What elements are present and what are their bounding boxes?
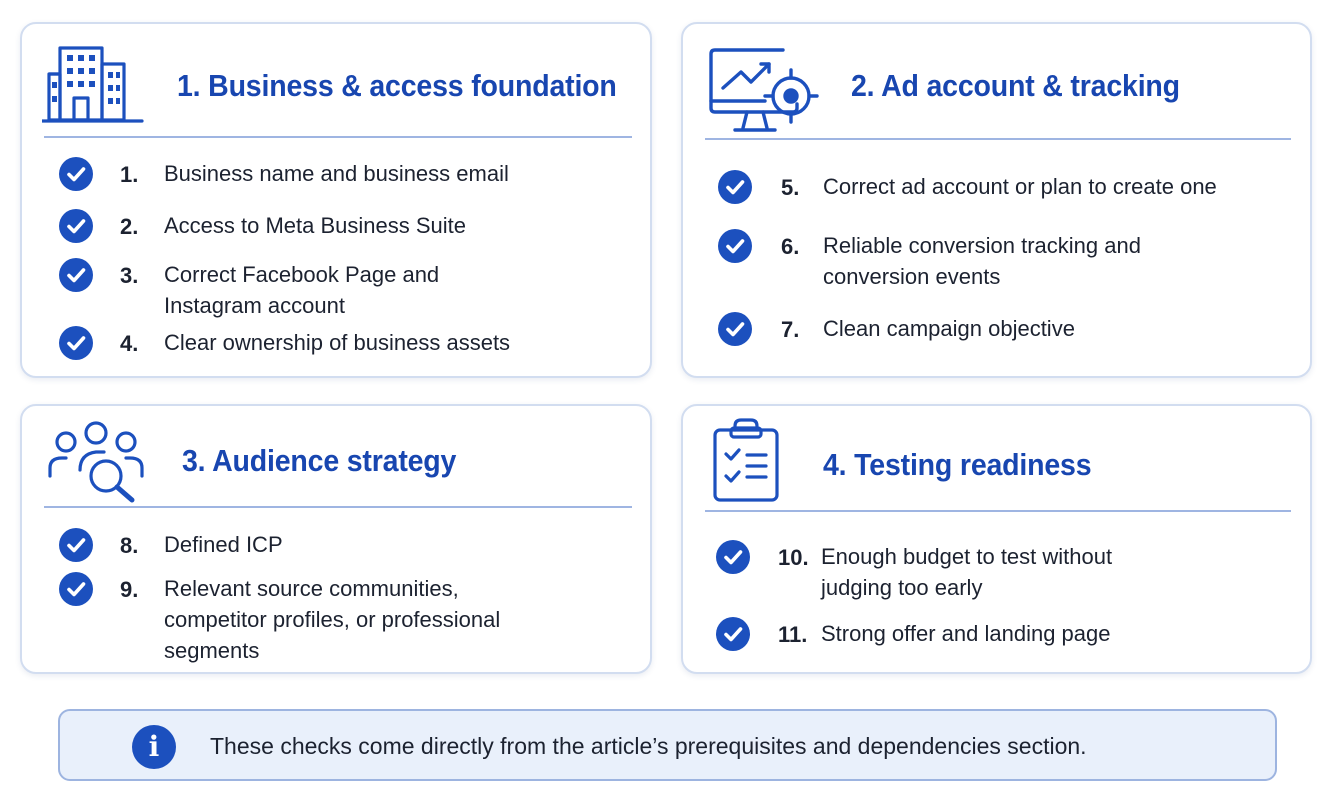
note-text: These checks come directly from the arti… xyxy=(210,733,1087,759)
item-text: competitor profiles, or professional xyxy=(164,607,501,632)
item-text: Instagram account xyxy=(164,293,345,318)
item-text: Relevant source communities, xyxy=(164,576,459,601)
checklist-item: 10. Enough budget to test without judgin… xyxy=(683,540,1314,604)
item-number: 9. xyxy=(120,577,139,602)
item-number: 10. xyxy=(778,545,809,570)
check-circle-icon xyxy=(59,572,93,606)
section-card-audience-strategy: 3. Audience strategy 8. Defined ICP 9. R… xyxy=(20,404,652,674)
audience-search-icon xyxy=(46,420,150,504)
check-circle-icon xyxy=(59,157,93,191)
clipboard-checklist-icon xyxy=(711,416,783,504)
item-number: 4. xyxy=(120,331,139,356)
item-number: 8. xyxy=(120,533,139,558)
checklist-item: 3. Correct Facebook Page and Instagram a… xyxy=(22,258,654,322)
item-text: Access to Meta Business Suite xyxy=(164,213,467,238)
item-text: Correct ad account or plan to create one xyxy=(823,174,1217,199)
checklist-item: 4. Clear ownership of business assets xyxy=(22,326,654,362)
item-text: Reliable conversion tracking and xyxy=(823,233,1141,258)
item-number: 1. xyxy=(120,162,139,187)
check-circle-icon xyxy=(718,312,752,346)
item-text: Clear ownership of business assets xyxy=(164,330,511,355)
item-text: segments xyxy=(164,638,260,663)
item-text: judging too early xyxy=(821,575,983,600)
item-number: 5. xyxy=(781,175,800,200)
section-divider xyxy=(44,136,632,138)
checklist-item: 9. Relevant source communities, competit… xyxy=(22,572,654,668)
office-building-icon xyxy=(42,42,146,124)
check-circle-icon xyxy=(59,209,93,243)
item-number: 7. xyxy=(781,317,800,342)
check-circle-icon xyxy=(718,170,752,204)
item-number: 2. xyxy=(120,214,139,239)
section-card-testing-readiness: 4. Testing readiness 10. Enough budget t… xyxy=(681,404,1312,674)
item-text: Business name and business email xyxy=(164,161,509,186)
section-divider xyxy=(705,138,1291,140)
section-card-business-access: 1. Business & access foundation 1. Busin… xyxy=(20,22,652,378)
section-title: 3. Audience strategy xyxy=(182,443,457,478)
check-circle-icon xyxy=(59,258,93,292)
checklist-item: 1. Business name and business email xyxy=(22,157,654,193)
checklist-item: 5. Correct ad account or plan to create … xyxy=(683,170,1314,206)
item-number: 3. xyxy=(120,263,139,288)
item-number: 11. xyxy=(778,622,808,647)
section-title: 1. Business & access foundation xyxy=(177,68,617,103)
section-card-ad-account-tracking: 2. Ad account & tracking 5. Correct ad a… xyxy=(681,22,1312,378)
item-text: Enough budget to test without xyxy=(821,544,1113,569)
checklist-item: 7. Clean campaign objective xyxy=(683,312,1314,348)
item-text: conversion events xyxy=(823,264,1001,289)
checklist-item: 6. Reliable conversion tracking and conv… xyxy=(683,229,1314,293)
item-text: Strong offer and landing page xyxy=(821,621,1111,646)
checklist-item: 8. Defined ICP xyxy=(22,528,654,564)
section-divider xyxy=(705,510,1291,512)
section-title: 2. Ad account & tracking xyxy=(851,68,1180,103)
item-text: Defined ICP xyxy=(164,532,283,557)
source-note: i These checks come directly from the ar… xyxy=(58,709,1277,781)
info-icon: i xyxy=(132,725,176,769)
check-circle-icon xyxy=(59,528,93,562)
section-divider xyxy=(44,506,632,508)
monitor-chart-target-icon xyxy=(705,44,829,140)
item-number: 6. xyxy=(781,234,800,259)
item-text: Clean campaign objective xyxy=(823,316,1075,341)
check-circle-icon xyxy=(59,326,93,360)
checklist-item: 11. Strong offer and landing page xyxy=(683,617,1314,653)
check-circle-icon xyxy=(716,617,750,651)
check-circle-icon xyxy=(716,540,750,574)
section-title: 4. Testing readiness xyxy=(823,447,1092,482)
item-text: Correct Facebook Page and xyxy=(164,262,440,287)
checklist-item: 2. Access to Meta Business Suite xyxy=(22,209,654,245)
check-circle-icon xyxy=(718,229,752,263)
